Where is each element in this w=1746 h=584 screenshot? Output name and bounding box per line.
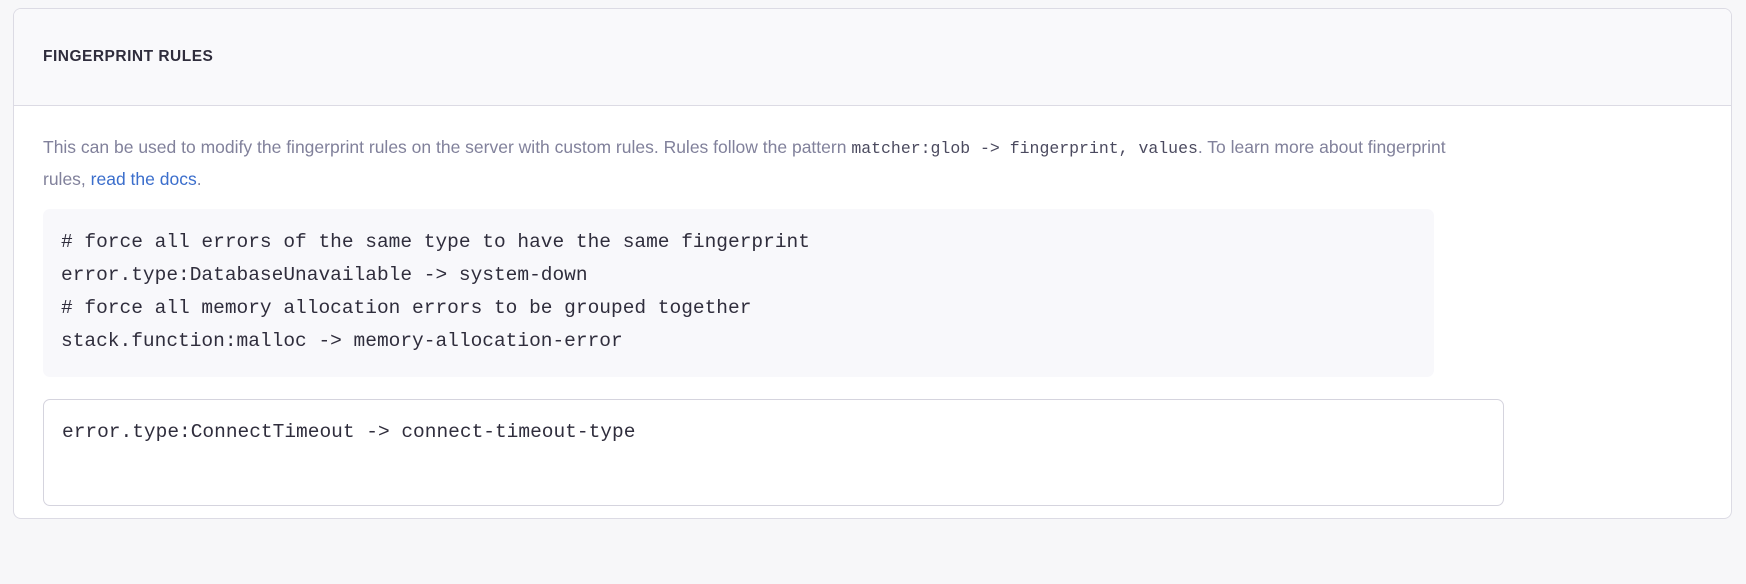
description-text: This can be used to modify the fingerpri… — [43, 132, 1493, 195]
inline-code-pattern: matcher:glob -> fingerprint, values — [851, 139, 1198, 158]
panel-header: FINGERPRINT RULES — [14, 9, 1731, 106]
description-part-1: This can be used to modify the fingerpri… — [43, 137, 852, 157]
example-rules-code-block: # force all errors of the same type to h… — [43, 209, 1434, 377]
description-part-3: . — [196, 169, 202, 189]
panel-body: This can be used to modify the fingerpri… — [14, 106, 1731, 506]
description-part-2: . To learn more about fingerprint rules, — [43, 137, 1446, 189]
example-rules-code: # force all errors of the same type to h… — [61, 231, 810, 352]
page-title: FINGERPRINT RULES — [43, 48, 214, 66]
fingerprint-rules-input[interactable] — [43, 399, 1504, 506]
fingerprint-rules-panel: FINGERPRINT RULES This can be used to mo… — [13, 8, 1732, 519]
read-the-docs-link[interactable]: read the docs — [90, 169, 197, 189]
